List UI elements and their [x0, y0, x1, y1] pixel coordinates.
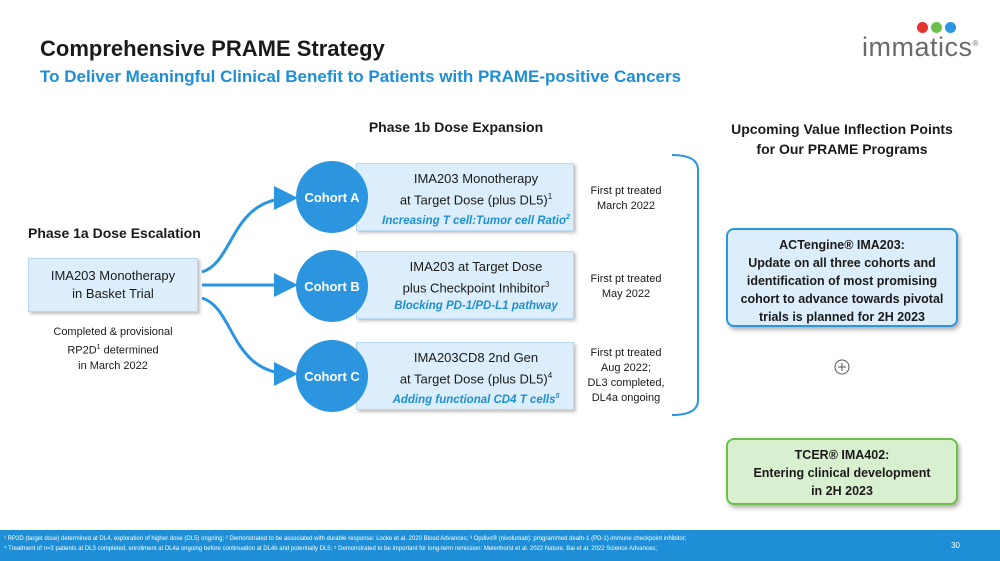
ima203-update-box: ACTengine® IMA203: Update on all three c… — [726, 228, 958, 327]
logo-green-dot — [931, 22, 942, 33]
upcoming-heading: Upcoming Value Inflection Points for Our… — [716, 119, 968, 159]
cohort-a-status-line2: March 2022 — [596, 200, 656, 212]
phase1a-box-line1: IMA203 Monotherapy — [50, 268, 176, 283]
footnote-line2: ⁴ Treatment of n=3 patients at DL3 compl… — [4, 546, 657, 552]
cohort-c-status-line2: Aug 2022; — [600, 362, 652, 374]
cohort-c-status-line3: DL3 completed, — [587, 377, 665, 389]
cohort-b-status-line2: May 2022 — [601, 288, 651, 300]
cohort-a-note: Increasing T cell:Tumor cell Ratio2 — [382, 214, 570, 228]
footnote-line1: ¹ RP2D (target dose) determined at DL4, … — [4, 536, 687, 542]
cohort-a-box: IMA203 Monotherapy at Target Dose (plus … — [356, 163, 574, 231]
cohort-b-box: IMA203 at Target Dose plus Checkpoint In… — [356, 251, 574, 319]
logo-blue-dot — [945, 22, 956, 33]
cohort-a-status-line1: First pt treated — [590, 185, 662, 197]
phase1b-heading: Phase 1b Dose Expansion — [368, 119, 544, 135]
cohort-a-circle: Cohort A — [296, 161, 368, 233]
immatics-logo: immatics® — [862, 20, 978, 64]
cohort-a-status: First pt treated March 2022 — [580, 184, 672, 214]
phase1a-heading: Phase 1a Dose Escalation — [28, 225, 201, 241]
ima402-line3: in 2H 2023 — [811, 484, 873, 498]
bracket — [671, 154, 699, 416]
cohort-c-box: IMA203CD8 2nd Gen at Target Dose (plus D… — [356, 342, 574, 410]
footer-bar: ¹ RP2D (target dose) determined at DL4, … — [0, 530, 1000, 561]
page-number: 30 — [951, 541, 960, 550]
ima203-line3: identification of most promising — [746, 274, 938, 288]
phase1a-box-line2: in Basket Trial — [72, 286, 154, 301]
cohort-a-line1: IMA203 Monotherapy — [413, 171, 539, 186]
cohort-b-note: Blocking PD-1/PD-L1 pathway — [394, 300, 558, 313]
cohort-a-line2: at Target Dose (plus DL5)1 — [399, 192, 553, 208]
cohort-b-line1: IMA203 at Target Dose — [409, 259, 543, 274]
cohort-b-status: First pt treated May 2022 — [580, 272, 672, 302]
cohort-c-note: Adding functional CD4 T cells5 — [392, 393, 560, 407]
logo-wordmark: immatics® — [862, 32, 979, 62]
ima203-line1: ACTengine® IMA203: — [779, 238, 905, 252]
ima203-line5: trials is planned for 2H 2023 — [758, 310, 926, 324]
cohort-b-circle: Cohort B — [296, 250, 368, 322]
cohort-c-status-line1: First pt treated — [590, 347, 662, 359]
ima203-line2: Update on all three cohorts and — [748, 256, 936, 270]
plus-icon — [834, 359, 850, 375]
cohort-c-circle: Cohort C — [296, 340, 368, 412]
arrow-to-cohort-c — [201, 296, 298, 386]
logo-red-dot — [917, 22, 928, 33]
phase1a-note-line3: in March 2022 — [78, 359, 148, 372]
ima203-line4: cohort to advance towards pivotal — [740, 292, 944, 306]
page-subtitle: To Deliver Meaningful Clinical Benefit t… — [40, 67, 682, 86]
cohort-b-status-line1: First pt treated — [590, 273, 662, 285]
ima402-line2: Entering clinical development — [753, 466, 931, 480]
upcoming-heading-line1: Upcoming Value Inflection Points — [731, 121, 953, 137]
cohort-c-status: First pt treated Aug 2022; DL3 completed… — [580, 346, 672, 406]
cohort-b-line2: plus Checkpoint Inhibitor3 — [402, 280, 550, 296]
phase1a-box: IMA203 Monotherapy in Basket Trial — [28, 258, 198, 312]
page-title: Comprehensive PRAME Strategy — [40, 36, 385, 61]
arrow-to-cohort-a — [201, 186, 298, 274]
phase1a-note: Completed & provisional RP2D1 determined… — [28, 325, 198, 374]
cohort-c-status-line4: DL4a ongoing — [591, 392, 661, 404]
cohort-c-line2: at Target Dose (plus DL5)4 — [399, 371, 553, 387]
ima402-box: TCER® IMA402: Entering clinical developm… — [726, 438, 958, 505]
cohort-c-line1: IMA203CD8 2nd Gen — [413, 350, 539, 365]
phase1a-note-line1: Completed & provisional — [53, 326, 173, 338]
upcoming-heading-line2: for Our PRAME Programs — [756, 141, 928, 157]
phase1a-note-line2: RP2D1 determined — [67, 344, 159, 357]
ima402-line1: TCER® IMA402: — [794, 448, 890, 462]
